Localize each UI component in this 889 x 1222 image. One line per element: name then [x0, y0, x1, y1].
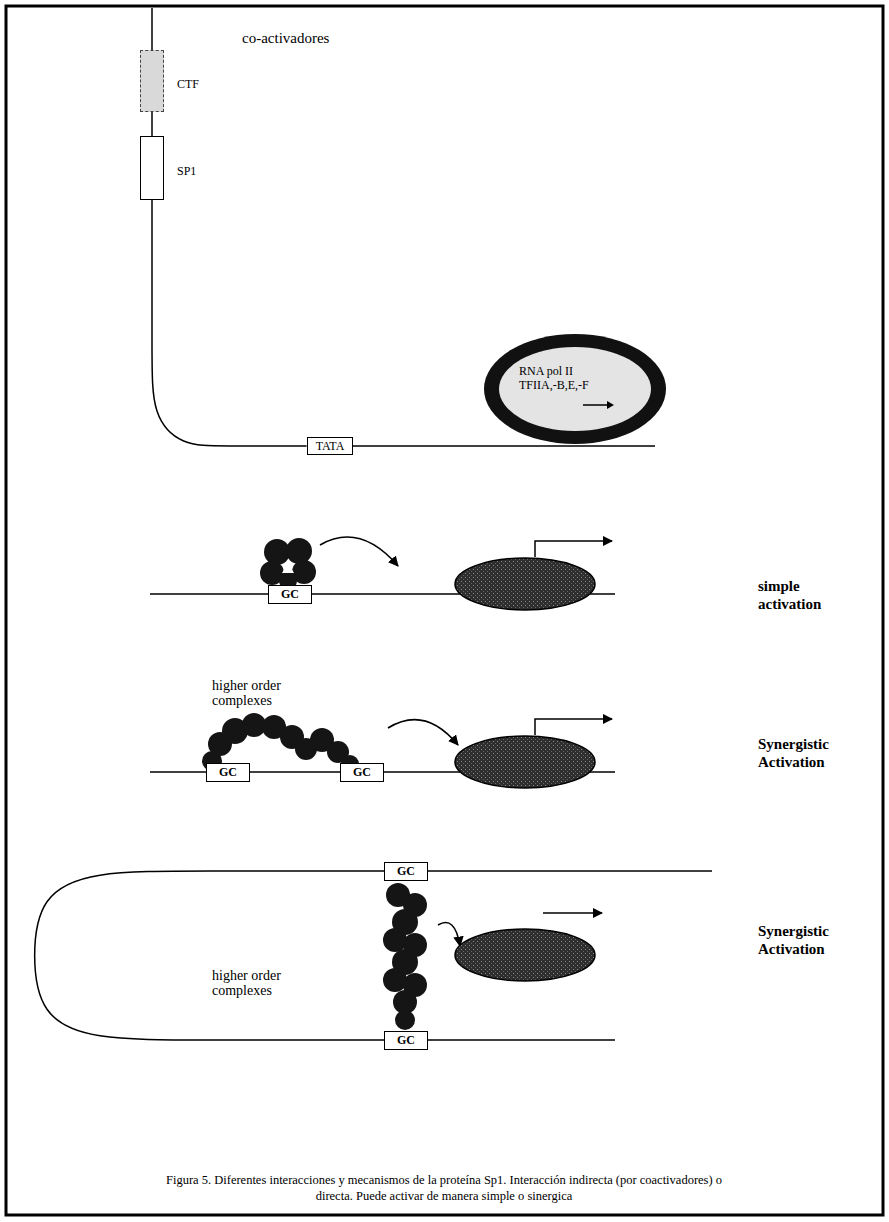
- activation-arrow: [388, 720, 458, 745]
- transcription-arrow: [543, 912, 602, 914]
- node-text: GC: [397, 1033, 415, 1048]
- polymerase-ring: [484, 334, 666, 444]
- dna-strands: [150, 8, 712, 1040]
- section-heading: co-activadores: [242, 30, 329, 47]
- node-text: RNA pol II TFIIA,-B,E,-F: [519, 365, 609, 393]
- transcription-start-arrow: [535, 541, 612, 557]
- transcription-complex: [455, 558, 595, 610]
- sp1-protein: [383, 968, 407, 992]
- gc-box: GC: [384, 1031, 428, 1050]
- gc-box: GC: [384, 862, 428, 881]
- dna-strand: [330, 445, 655, 447]
- dna-strand: [250, 771, 340, 773]
- transcription-start-arrow: [535, 719, 612, 735]
- binding-triangle: [282, 562, 294, 573]
- dna-strand: [152, 200, 307, 446]
- polymerase-complex: RNA pol II TFIIA,-B,E,-F: [483, 333, 667, 445]
- start-arrow-head: [607, 401, 614, 409]
- sp1-protein: [286, 538, 312, 564]
- sp1-protein: [395, 1010, 415, 1030]
- gc-box: GC: [268, 585, 312, 604]
- node-text: GC: [219, 765, 237, 780]
- polymerase-core: [499, 347, 651, 431]
- mechanism-label: Synergistic Activation: [758, 922, 853, 958]
- transcription-complex: [455, 929, 595, 981]
- dna-strand: [35, 871, 384, 1040]
- sp1-cluster: [383, 883, 427, 1030]
- complex-label: higher order complexes: [212, 968, 304, 999]
- dna-strand: [151, 112, 153, 136]
- activation-arrow: [438, 923, 460, 946]
- node-text: SP1: [177, 164, 196, 178]
- gc-box: GC: [340, 763, 384, 782]
- sp1-cluster: [260, 538, 316, 590]
- dna-strand: [406, 870, 712, 872]
- node-text: GC: [353, 765, 371, 780]
- mechanism-label: Synergistic Activation: [758, 735, 853, 771]
- complex-label: higher order complexes: [212, 678, 304, 709]
- figure-caption: Figura 5. Diferentes interacciones y mec…: [164, 1172, 724, 1205]
- node-text: GC: [281, 587, 299, 602]
- coactivator-site: CTF: [140, 50, 164, 112]
- mechanism-label: simple activation: [758, 577, 838, 613]
- start-arrow: [583, 404, 607, 406]
- node-text: GC: [397, 864, 415, 879]
- gc-box: GC: [206, 763, 250, 782]
- tata-box: TATA: [307, 437, 354, 455]
- activation-arrow: [320, 537, 398, 566]
- transcription-complex: [455, 736, 595, 788]
- node-text: CTF: [177, 77, 199, 91]
- dna-strand: [406, 1039, 615, 1041]
- sp1-protein: [383, 928, 407, 952]
- node-text: TATA: [316, 439, 345, 453]
- frame-border: [6, 6, 883, 1215]
- sp1-site: SP1: [140, 136, 164, 200]
